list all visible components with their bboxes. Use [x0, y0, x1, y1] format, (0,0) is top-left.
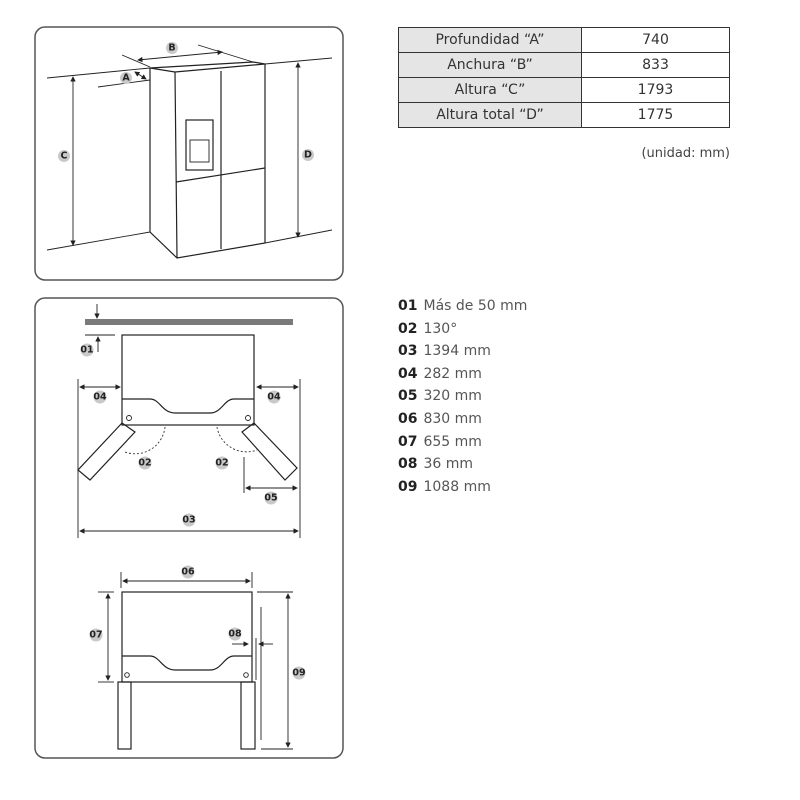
row-label: Altura total “D”	[398, 102, 582, 128]
item-text: 1394 mm	[423, 343, 491, 360]
list-item: 04 282 mm	[398, 363, 527, 386]
row-label: Anchura “B”	[398, 52, 582, 78]
list-item: 08 36 mm	[398, 453, 527, 476]
label-05: 05	[264, 493, 277, 504]
item-number: 08	[398, 456, 418, 473]
item-number: 05	[398, 388, 418, 405]
table-row: Anchura “B”833	[398, 52, 730, 78]
list-item: 03 1394 mm	[398, 340, 527, 363]
label-04-left: 04	[93, 392, 107, 403]
table-row: Altura total “D”1775	[398, 102, 730, 128]
list-item: 02 130°	[398, 318, 527, 341]
label-a: A	[122, 73, 130, 84]
label-02-right: 02	[215, 458, 228, 469]
label-09: 09	[292, 668, 305, 679]
item-text: 320 mm	[423, 388, 482, 405]
label-c: C	[61, 151, 68, 162]
item-text: 130°	[423, 320, 458, 337]
list-item: 07 655 mm	[398, 431, 527, 454]
row-label: Altura “C”	[398, 77, 582, 103]
row-value: 740	[581, 27, 730, 53]
label-06: 06	[181, 567, 195, 578]
fridge-dimensions-diagram: C D A B	[34, 26, 344, 281]
table-row: Altura “C”1793	[398, 77, 730, 103]
label-02-left: 02	[138, 458, 151, 469]
unit-note: (unidad: mm)	[641, 146, 730, 161]
row-value: 1775	[581, 102, 730, 128]
label-01: 01	[80, 345, 93, 356]
row-label: Profundidad “A”	[398, 27, 582, 53]
dimensions-table: Profundidad “A”740 Anchura “B”833 Altura…	[398, 27, 730, 128]
item-text: 36 mm	[423, 456, 474, 473]
list-item: 09 1088 mm	[398, 476, 527, 499]
label-d: D	[304, 150, 312, 161]
item-text: 1088 mm	[423, 478, 491, 495]
row-value: 833	[581, 52, 730, 78]
clearance-list: 01 Más de 50 mm 02 130° 03 1394 mm 04 282 mm…	[398, 295, 527, 498]
label-07: 07	[89, 630, 102, 641]
list-item: 06 830 mm	[398, 408, 527, 431]
item-number: 04	[398, 365, 418, 382]
list-item: 05 320 mm	[398, 385, 527, 408]
list-item: 01 Más de 50 mm	[398, 295, 527, 318]
item-text: 282 mm	[423, 365, 482, 382]
item-text: 830 mm	[423, 410, 482, 427]
row-value: 1793	[581, 77, 730, 103]
item-number: 09	[398, 478, 418, 495]
table-row: Profundidad “A”740	[398, 27, 730, 53]
item-number: 02	[398, 320, 418, 337]
label-03: 03	[182, 515, 195, 526]
door-clearance-diagram: 01 02 02 04 04 05 03 06 07	[34, 297, 344, 759]
item-text: 655 mm	[423, 433, 482, 450]
item-number: 03	[398, 343, 418, 360]
label-04-right: 04	[267, 392, 281, 403]
item-number: 07	[398, 433, 418, 450]
label-08: 08	[228, 629, 242, 640]
item-text: Más de 50 mm	[423, 298, 528, 314]
item-number: 01	[398, 298, 418, 314]
label-b: B	[168, 43, 175, 54]
item-number: 06	[398, 410, 418, 427]
